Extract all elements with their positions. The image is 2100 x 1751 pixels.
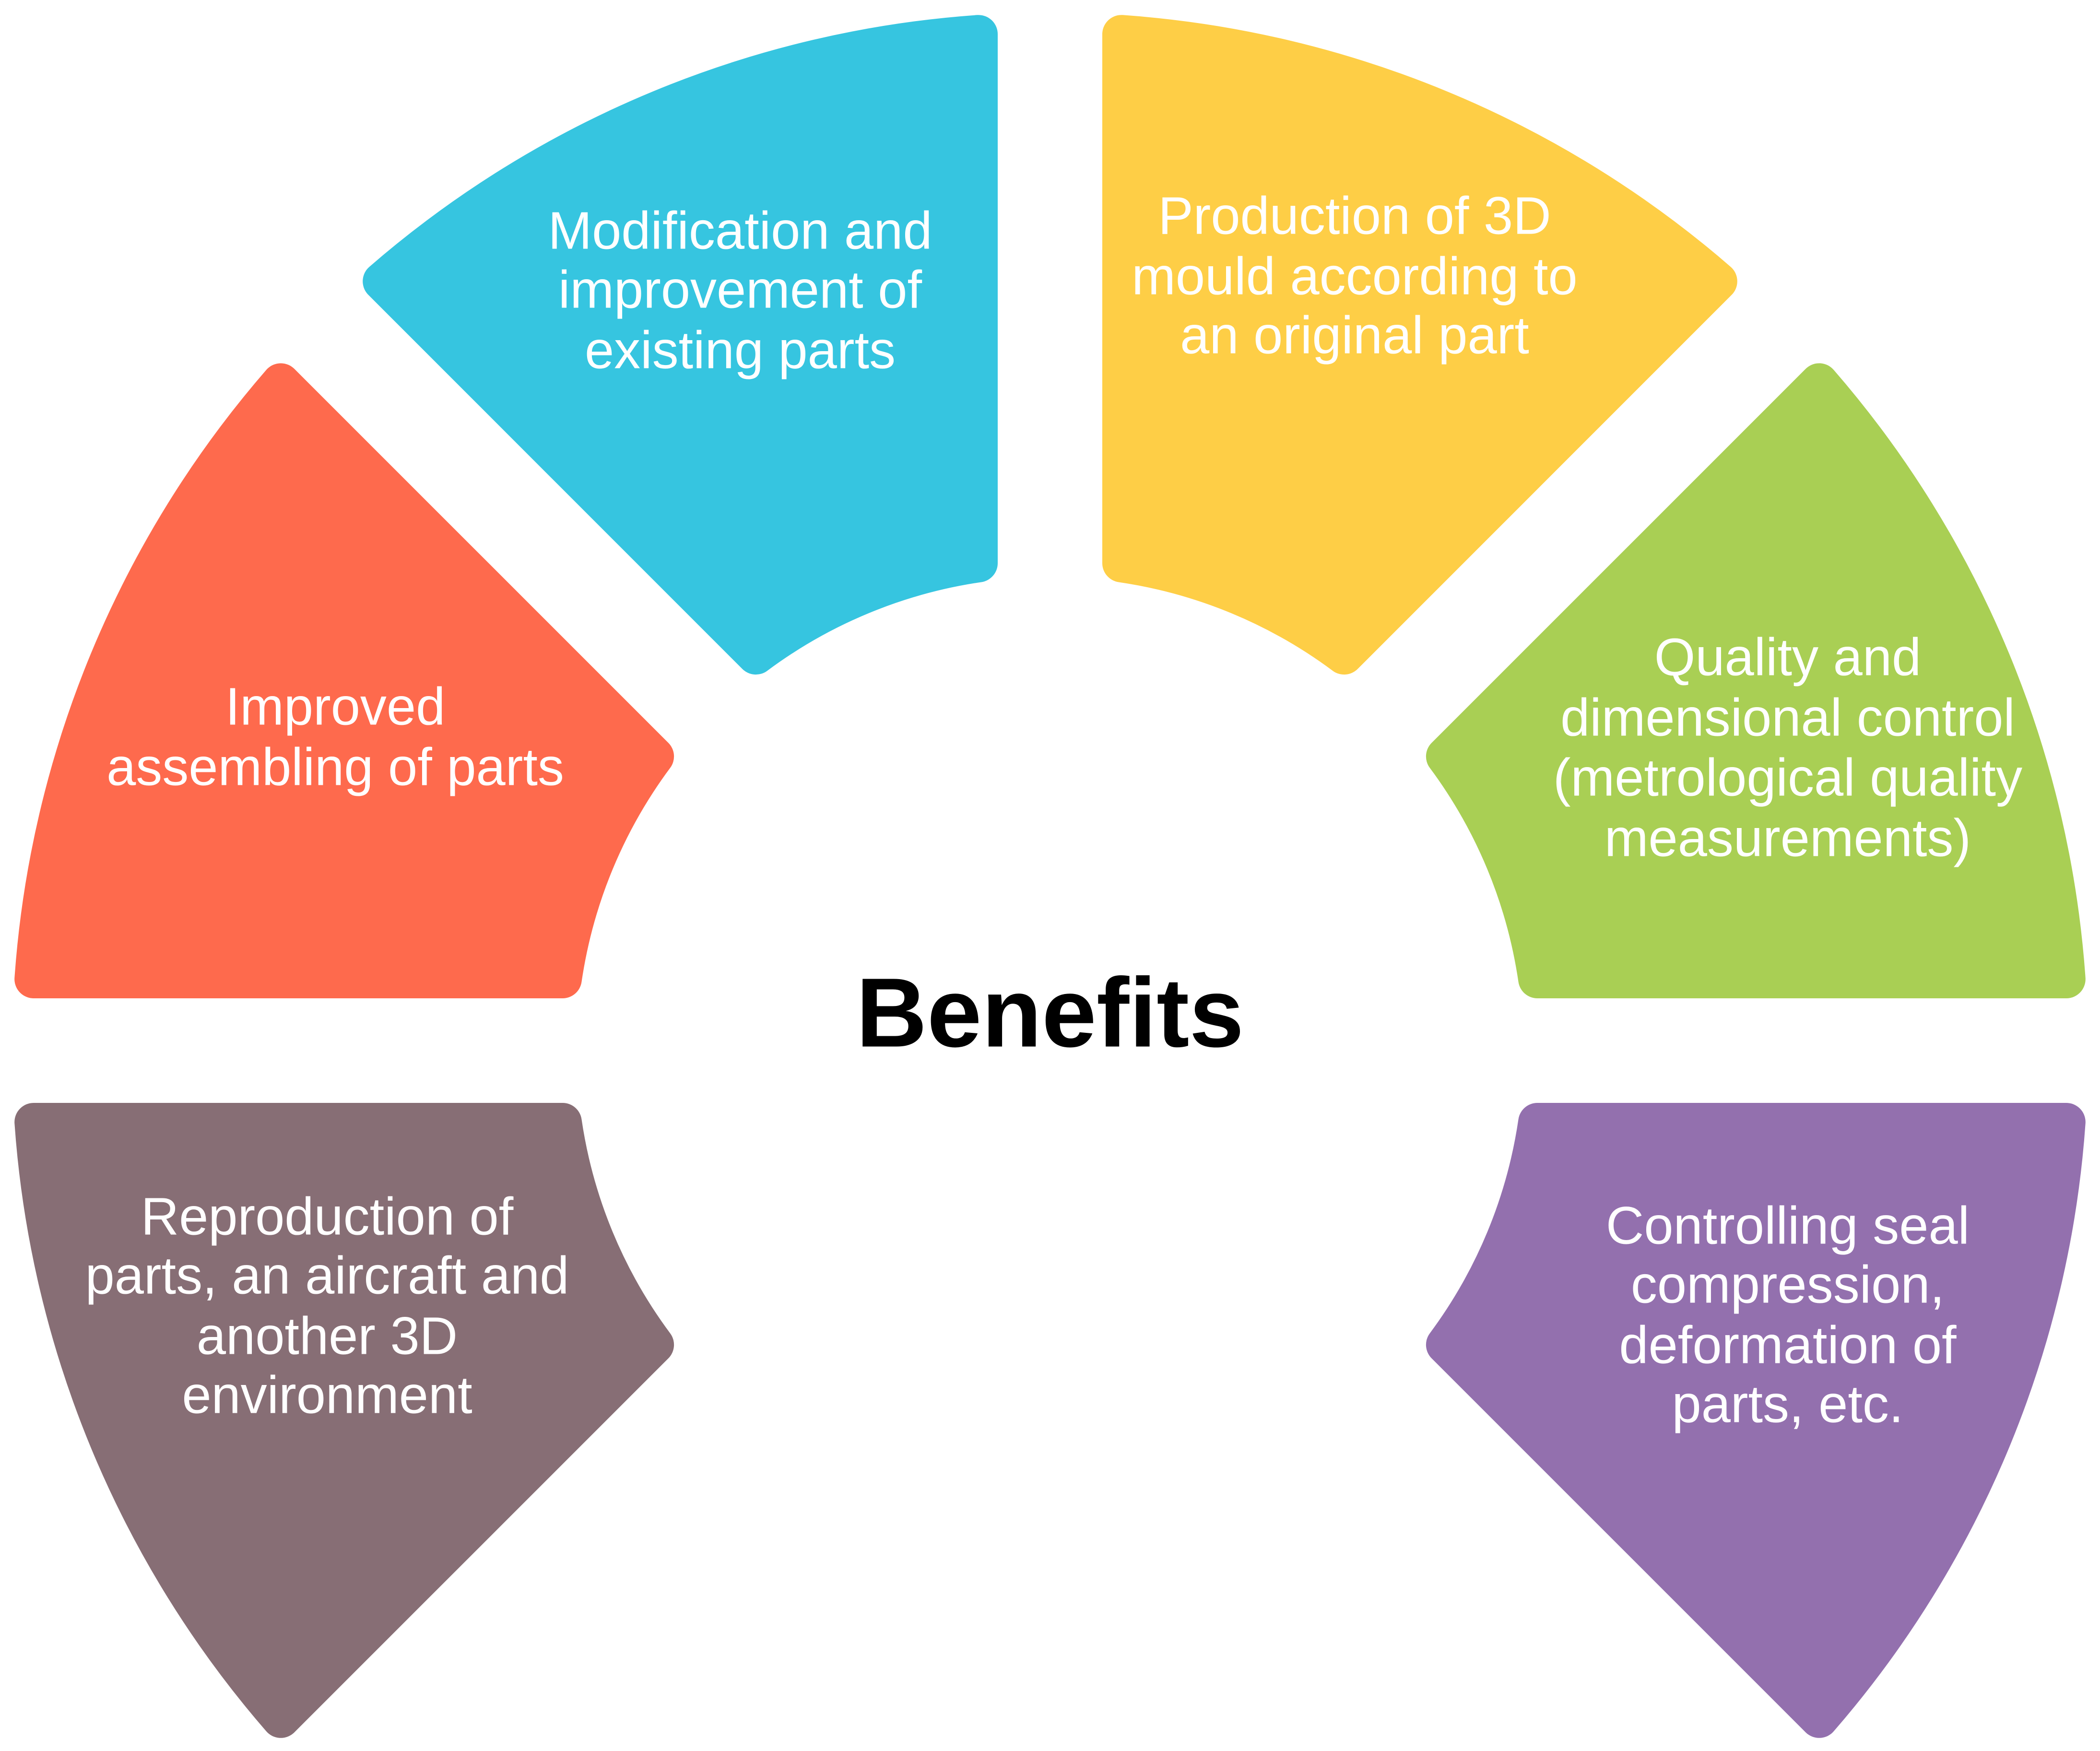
segment-quality-line-1: Quality and (1654, 628, 1921, 687)
segment-quality: Quality and dimensional control (metrolo… (1426, 363, 2086, 998)
segment-seal-compression-line-2: compression, (1631, 1255, 1945, 1314)
segment-quality-line-4: measurements) (1604, 809, 1971, 868)
segment-modification-line-1: Modification and (548, 201, 932, 260)
segment-modification-line-3: existing parts (585, 321, 896, 380)
segment-seal-compression: Controlling seal compression, deformatio… (1426, 1103, 2086, 1738)
segment-modification-shape (363, 15, 998, 675)
segment-quality-line-2: dimensional control (1560, 688, 2015, 747)
segment-reproduction-line-1: Reproduction of (141, 1187, 514, 1246)
segment-seal-compression-line-3: deformation of (1619, 1316, 1957, 1375)
segment-production-line-3: an original part (1180, 306, 1529, 365)
segment-assembling-line-2: assembling of parts (106, 738, 564, 797)
segment-reproduction-line-4: environment (182, 1366, 472, 1425)
segment-reproduction-line-3: another 3D (197, 1307, 458, 1366)
center-label: Benefits (856, 958, 1244, 1068)
segment-modification: Modification and improvement of existing… (363, 15, 998, 675)
segment-assembling-shape (14, 363, 674, 998)
segment-production: Production of 3D mould according to an o… (1102, 15, 1737, 675)
segment-seal-compression-shape (1426, 1103, 2086, 1738)
segment-seal-compression-line-1: Controlling seal (1606, 1196, 1970, 1255)
segment-modification-line-2: improvement of (558, 260, 922, 319)
segment-seal-compression-line-4: parts, etc. (1672, 1375, 1904, 1434)
segment-reproduction: Reproduction of parts, an aircraft and a… (14, 1103, 674, 1738)
segment-production-shape (1102, 15, 1737, 675)
segment-quality-shape (1426, 363, 2086, 998)
segment-reproduction-line-2: parts, an aircraft and (85, 1246, 569, 1305)
segment-production-line-2: mould according to (1132, 247, 1577, 306)
segment-reproduction-shape (14, 1103, 674, 1738)
segment-production-line-1: Production of 3D (1158, 187, 1551, 246)
segment-assembling: Improved assembling of parts (14, 363, 674, 998)
segment-quality-line-3: (metrological quality (1553, 748, 2022, 807)
segment-assembling-line-1: Improved (225, 677, 446, 736)
